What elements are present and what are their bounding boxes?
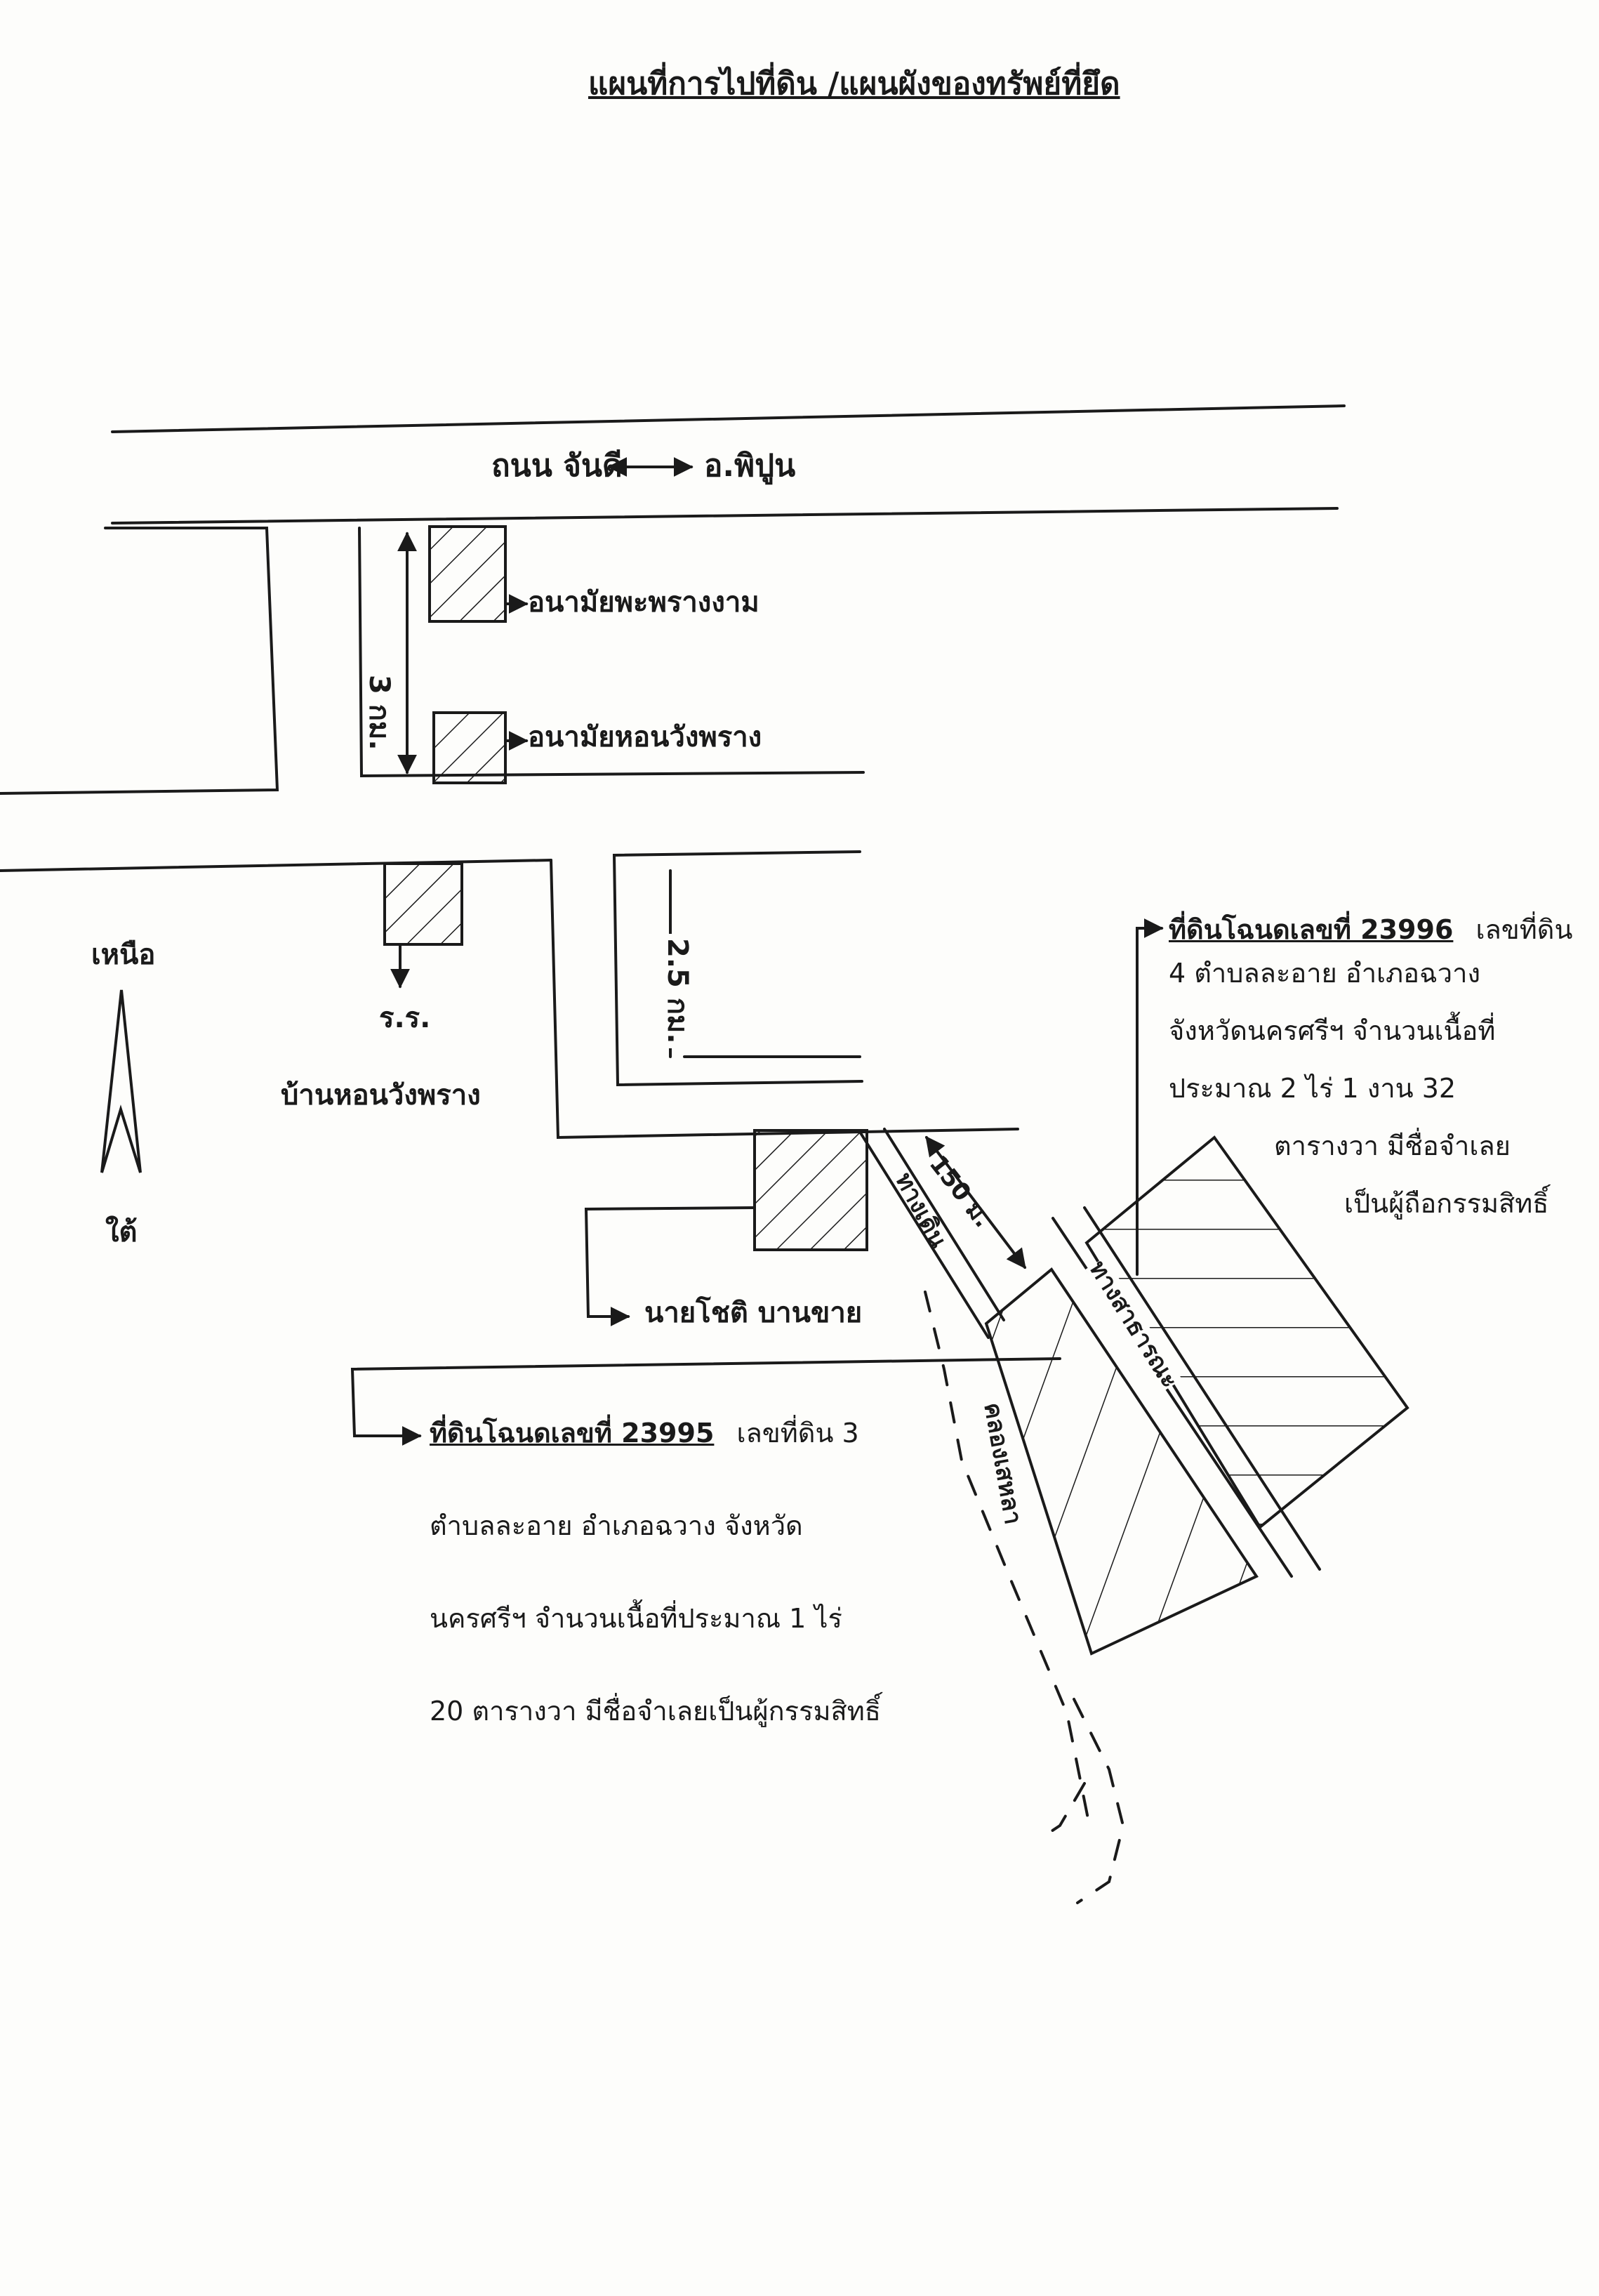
parcel-23995-heading: ที่ดินโฉนดเลขที่ 23995 xyxy=(430,1418,715,1449)
parcel-23996-plot xyxy=(1084,1135,1409,1529)
village-label: บ้านหอนวังพราง xyxy=(281,1079,481,1111)
arrow-parcel-23995 xyxy=(350,1357,1061,1446)
mr-chot-building xyxy=(753,1129,868,1251)
parcel-23995-line-3: 20 ตารางวา มีชื่อจำเลยเป็นผู้กรรมสิทธิ์ xyxy=(430,1696,881,1727)
parcel-23996-heading-row: ที่ดินโฉนดเลขที่ 23996 เลขที่ดิน xyxy=(1169,916,1572,960)
page-title: แผนที่การไปที่ดิน /แผนผังของทรัพย์ที่ยึด xyxy=(588,66,1120,102)
rr-label: ร.ร. xyxy=(379,1002,431,1034)
road-destination: อ.พิปูน xyxy=(704,448,796,484)
compass-south-label: ใต้ xyxy=(105,1216,138,1248)
canal-line-1 xyxy=(924,1291,1089,1820)
school-2-label: อนามัยหอนวังพราง xyxy=(528,721,762,753)
walkway-line-2 xyxy=(858,1130,990,1339)
parcel-23996-line-0: เลขที่ดิน xyxy=(1475,914,1573,945)
parcel-23996-line-5: เป็นผู้ถือกรรมสิทธิ์ xyxy=(1344,1188,1549,1219)
parcel-23995-line-2: นครศรีฯ จำนวนเนื้อที่ประมาณ 1 ไร่ xyxy=(430,1603,842,1634)
main-road-top-line xyxy=(111,404,1346,433)
arrow-parcel-23996 xyxy=(1136,918,1164,1276)
parcel-23996-line-2: จังหวัดนครศรีฯ จำนวนเนื้อที่ xyxy=(1169,1015,1496,1046)
school-2-building xyxy=(432,711,507,784)
parcel-23995-line-1: ตำบลละอาย อำเภอฉวาง จังหวัด xyxy=(430,1510,803,1541)
dist-25km-label: 2.5 กม. xyxy=(661,934,694,1048)
parcel-23996-line-3: ประมาณ 2 ไร่ 1 งาน 32 xyxy=(1169,1073,1457,1104)
compass-arrow xyxy=(100,989,142,1173)
main-road-bottom-line xyxy=(111,507,1339,524)
road-name: ถนน จันดี xyxy=(491,448,623,484)
dim-150m-line xyxy=(925,1135,1026,1269)
canal-line-3 xyxy=(1073,1698,1125,1904)
parcel-23996-heading: ที่ดินโฉนดเลขที่ 23996 xyxy=(1169,914,1454,945)
parcel-23996-text: ที่ดินโฉนดเลขที่ 23996 เลขที่ดิน 4 ตำบลล… xyxy=(1169,916,1572,1248)
parcel-23996-line-1: 4 ตำบลละอาย อำเภอฉวาง xyxy=(1169,958,1481,989)
arrow-mr-chot xyxy=(584,1206,756,1326)
canal-line-2 xyxy=(1037,1782,1086,1841)
parcel-23995-plot xyxy=(984,1267,1259,1656)
rr-building xyxy=(383,862,463,946)
side-road-bottom-line xyxy=(0,859,552,872)
walkway-line-1 xyxy=(883,1128,1005,1321)
right-block-outline xyxy=(612,850,863,1087)
school-1-label: อนามัยพะพรางงาม xyxy=(528,586,759,619)
left-block-outline xyxy=(0,527,279,795)
parcel-23995-text: ที่ดินโฉนดเลขที่ 23995 เลขที่ดิน 3 ตำบลล… xyxy=(430,1420,881,1740)
mr-chot-label: นายโชติ บานขาย xyxy=(644,1297,863,1329)
dist-3km-label: 3 กม. xyxy=(363,671,395,755)
parcel-23995-line-0: เลขที่ดิน 3 xyxy=(736,1418,859,1449)
lower-road-line xyxy=(550,859,1019,1140)
parcel-23996-line-4: ตารางวา มีชื่อจำเลย xyxy=(1274,1130,1511,1161)
parcel-23995-heading-row: ที่ดินโฉนดเลขที่ 23995 เลขที่ดิน 3 xyxy=(430,1420,881,1512)
school-1-building xyxy=(428,525,507,623)
compass-north-label: เหนือ xyxy=(91,939,156,971)
side-road-left-line xyxy=(358,527,865,778)
